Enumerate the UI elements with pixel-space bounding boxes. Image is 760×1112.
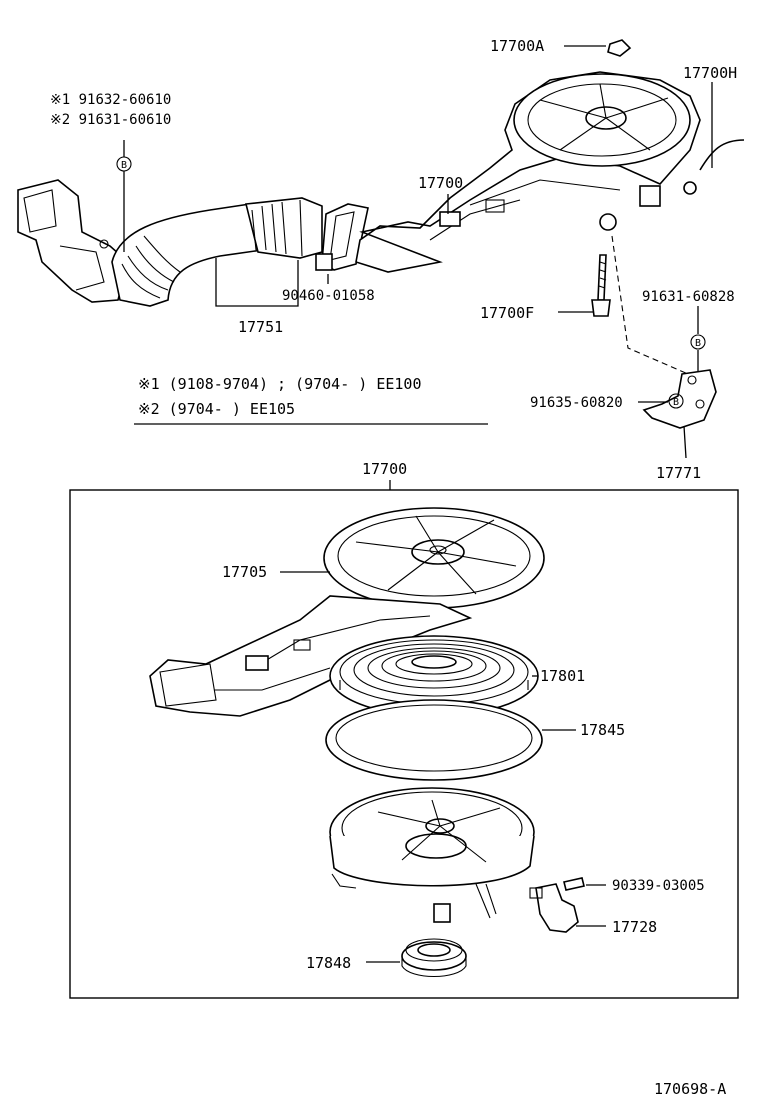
label-17801: 17801 [540, 667, 585, 685]
label-17728: 17728 [612, 918, 657, 936]
label-17700A: 17700A [490, 37, 544, 55]
duct-connector-drawing [315, 203, 369, 271]
note-line-1: ※1 91632-60610 [50, 92, 171, 108]
svg-text:B: B [695, 338, 701, 349]
bolt-drawing [591, 254, 611, 317]
label-17705: 17705 [222, 563, 267, 581]
bracket-drawing [642, 369, 717, 429]
label-17771: 17771 [656, 464, 701, 482]
label-17848: 17848 [306, 954, 351, 972]
label-17751: 17751 [238, 318, 283, 336]
svg-text:B: B [673, 397, 679, 408]
bolt-symbol-2: B [690, 334, 706, 350]
label-91635-60820: 91635-60820 [530, 395, 623, 411]
label-17700-box: 17700 [362, 460, 407, 478]
corrugated-hose-drawing [111, 197, 323, 307]
note-line-3: ※1 (9108-9704) ; (9704- ) EE100 [138, 375, 422, 393]
cover-drawing [149, 507, 545, 717]
drawing-code: 170698-A [654, 1080, 726, 1098]
air-cleaner-top-drawing [355, 39, 745, 273]
label-17700-top: 17700 [418, 174, 463, 192]
sensor-drawing [529, 877, 585, 933]
bolt-symbol-1: B [116, 156, 132, 172]
bolt-symbol-3: B [668, 393, 684, 409]
label-17845: 17845 [580, 721, 625, 739]
label-90460-01058: 90460-01058 [282, 288, 375, 304]
seal-drawing [401, 938, 467, 977]
svg-text:B: B [121, 160, 127, 171]
intake-elbow-drawing [17, 179, 129, 303]
lower-case-drawing [329, 787, 535, 923]
gasket-ring-drawing [325, 699, 543, 781]
label-17700H: 17700H [683, 64, 737, 82]
label-90339-03005: 90339-03005 [612, 878, 705, 894]
exploded-view-frame [69, 489, 739, 999]
note-line-4: ※2 (9704- ) EE105 [138, 400, 295, 418]
label-91631-60828: 91631-60828 [642, 289, 735, 305]
note-line-2: ※2 91631-60610 [50, 112, 171, 128]
label-17700F: 17700F [480, 304, 534, 322]
